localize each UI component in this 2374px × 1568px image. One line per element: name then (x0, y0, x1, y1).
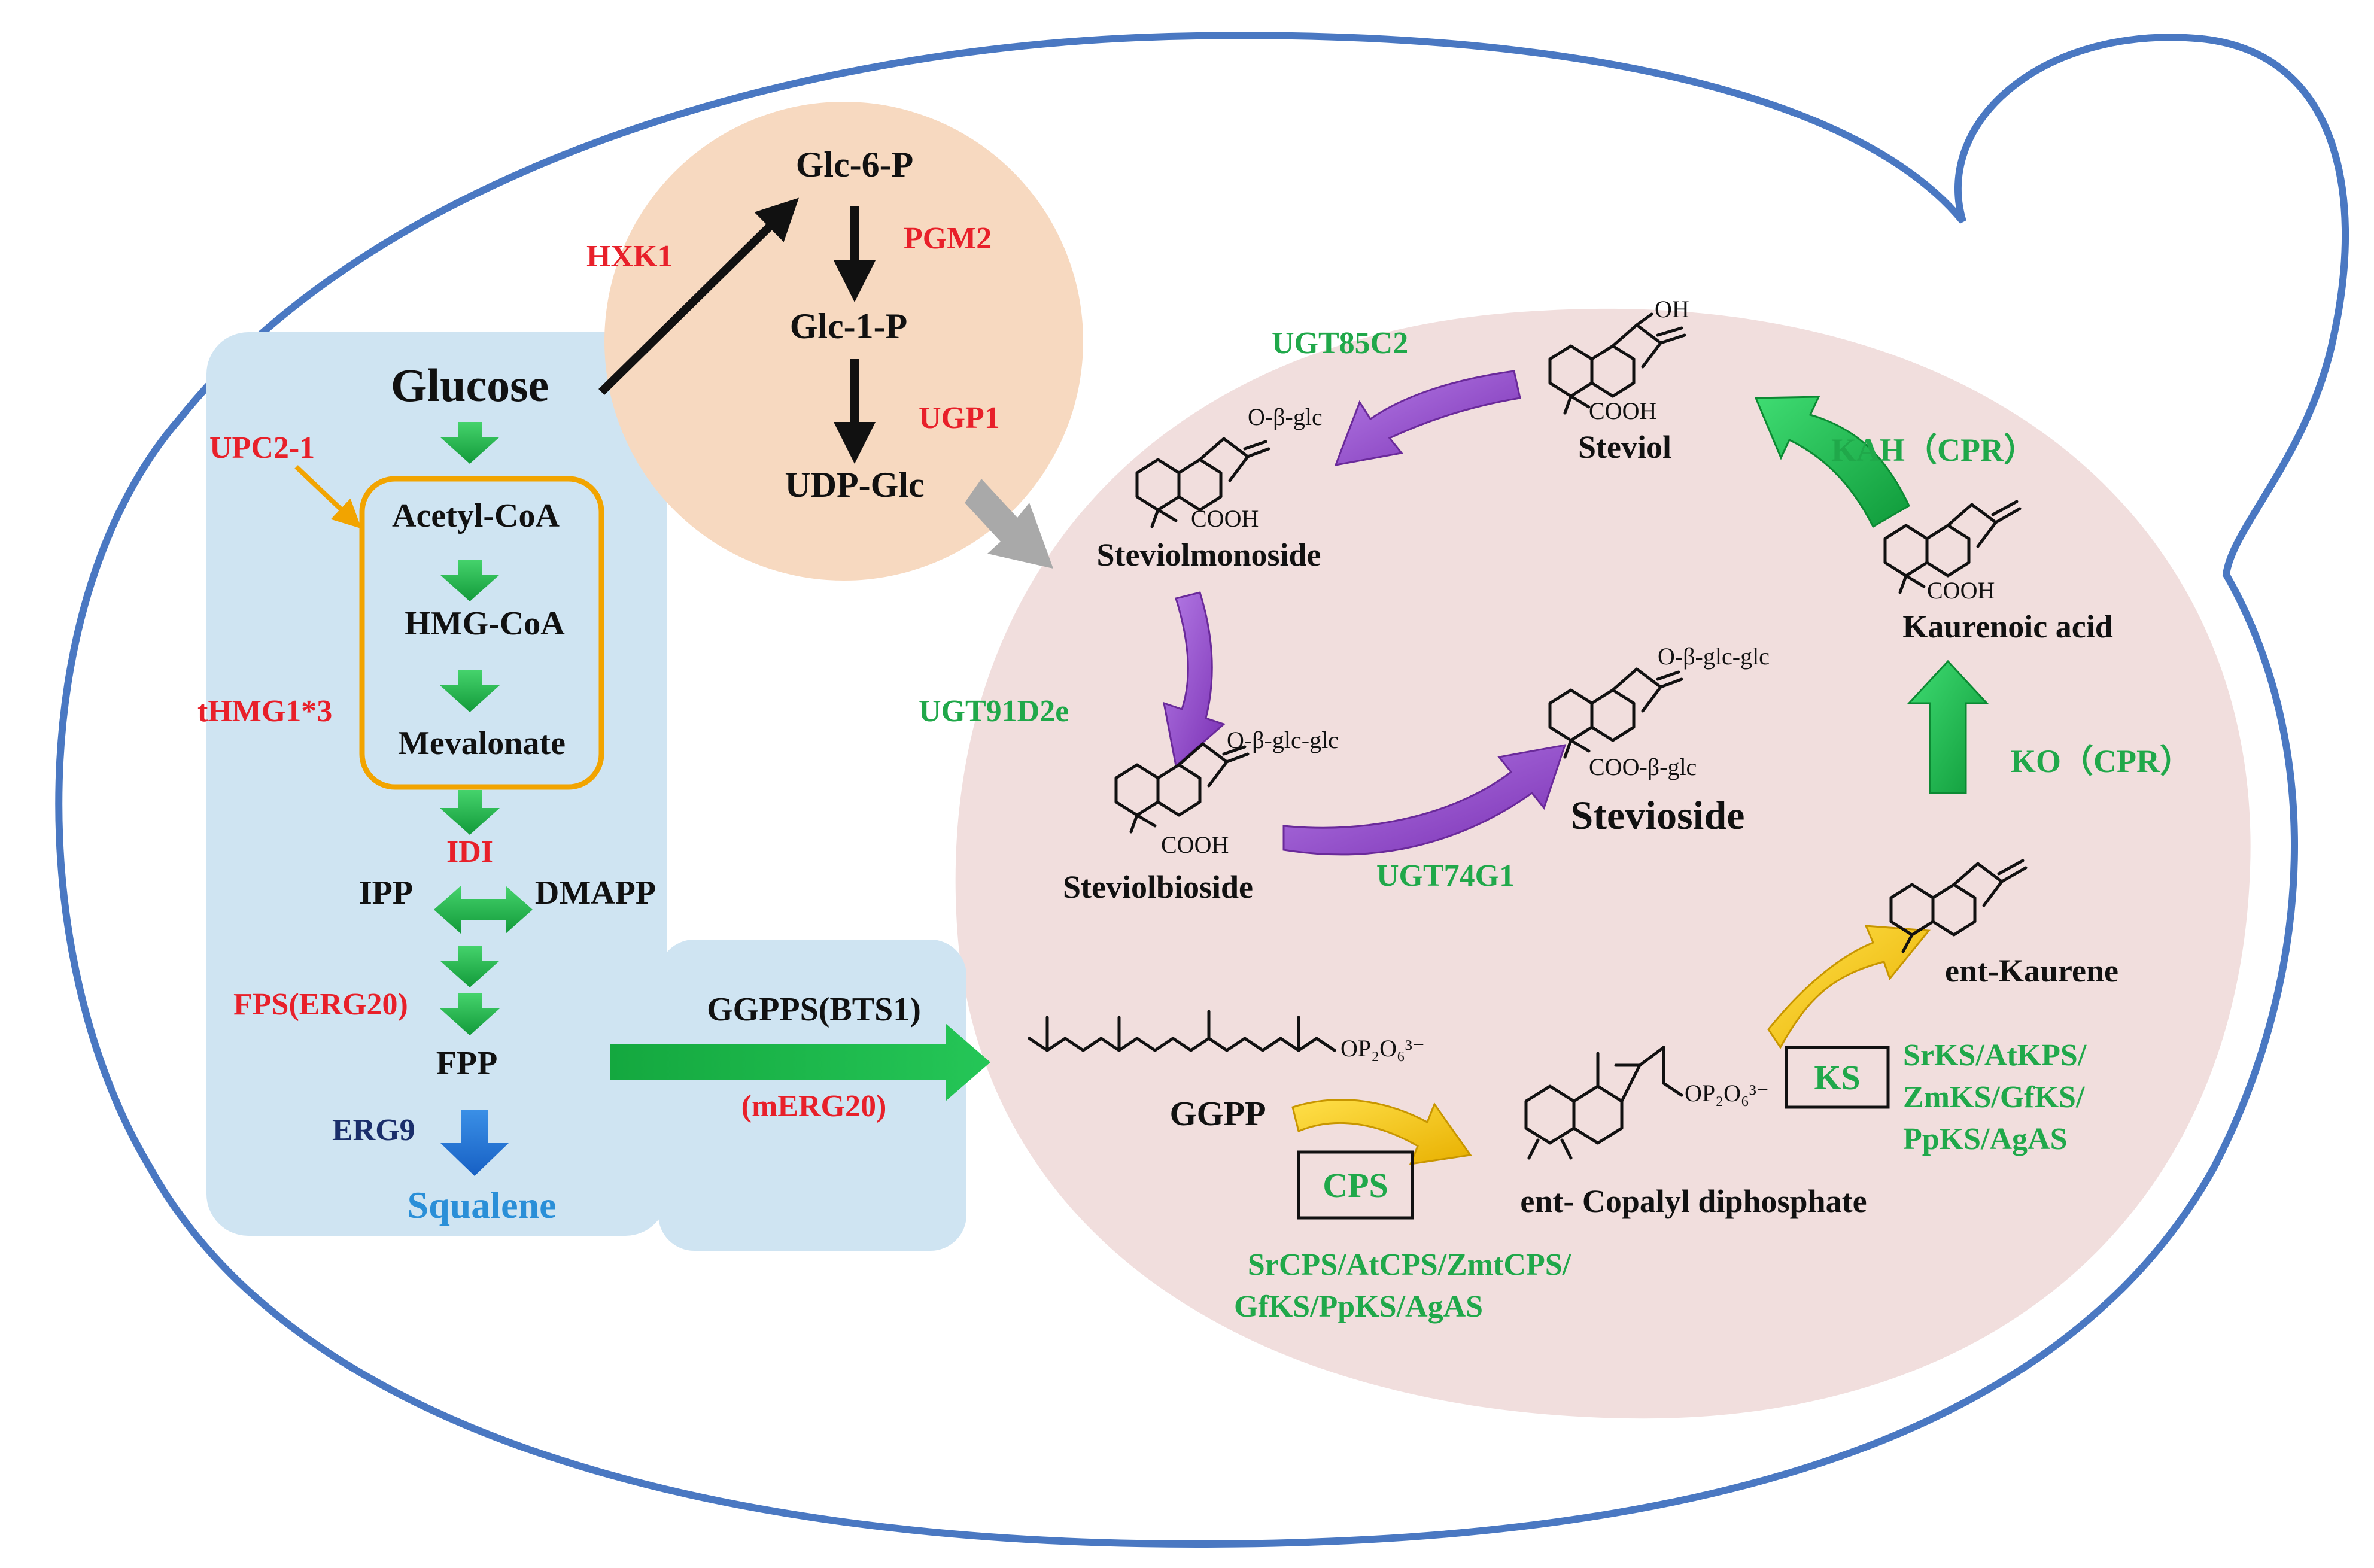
cps-genes-line2: GfKS/PpKS/AgAS (1234, 1290, 1483, 1324)
mono-substituent: O-β-glc (1248, 403, 1323, 430)
ipp-label: IPP (359, 874, 413, 911)
steviol-glycoside-region (955, 308, 2251, 1419)
ks-genes-line3: PpKS/AgAS (1903, 1122, 2068, 1156)
cpp-structure (1524, 1046, 1683, 1160)
ggpp-structure (1028, 1010, 1336, 1052)
mva-green-arrows (434, 422, 533, 1035)
fpp-label: FPP (436, 1045, 498, 1082)
ks-genes-line1: SrKS/AtKPS/ (1903, 1038, 2087, 1072)
hxk1-arrow (598, 197, 799, 395)
ks-arrow (1767, 925, 1931, 1049)
dmapp-label: DMAPP (535, 874, 656, 911)
steviolmonoside-label: Steviolmonoside (1096, 537, 1321, 573)
stevioside-substituent: O-β-glc-glc (1658, 643, 1770, 670)
steviol-label: Steviol (1578, 429, 1671, 465)
cps-label: CPS (1323, 1166, 1388, 1205)
ggpp-phosphate: OP₂O₆³⁻ (1340, 1035, 1425, 1062)
steviol-oh: OH (1655, 296, 1689, 323)
cps-genes-line1: SrCPS/AtCPS/ZmtCPS/ (1248, 1248, 1571, 1282)
upc2-label: UPC2-1 (209, 431, 315, 465)
hxk1-label: HXK1 (586, 239, 673, 274)
kah-arrow (1754, 396, 1910, 528)
thmg1-label: tHMG1*3 (197, 694, 332, 728)
mva-pathway-box (206, 332, 667, 1236)
ugt85c2-label: UGT85C2 (1272, 326, 1408, 360)
kaurenoic-acid-structure (1883, 500, 2022, 594)
bio-substituent: O-β-glc-glc (1227, 727, 1339, 753)
ent-kaurene-structure (1889, 859, 2028, 953)
idi-label: IDI (446, 835, 493, 869)
ko-arrow (1907, 660, 1989, 794)
ugt91d2e-arrow (1163, 591, 1226, 768)
ggpps-arrow (610, 1023, 990, 1101)
acetylcoa-label: Acetyl-CoA (392, 497, 560, 534)
steviol-structure (1548, 312, 1686, 415)
ggpps-label: GGPPS(BTS1) (707, 991, 921, 1028)
ggpps-box (658, 940, 966, 1251)
udp-glc-transfer-arrow (965, 479, 1053, 569)
ks-label: KS (1814, 1058, 1860, 1097)
stevioside-label: Stevioside (1571, 792, 1745, 838)
cpp-phosphate: OP₂O₆³⁻ (1685, 1080, 1769, 1107)
mevalonate-module-outline (359, 476, 604, 790)
ugt91d2e-label: UGT91D2e (919, 694, 1069, 728)
glucose-label: Glucose (391, 359, 549, 411)
hmgcoa-label: HMG-CoA (405, 605, 565, 642)
erg9-arrow (440, 1110, 509, 1176)
ko-label: KO（CPR） (2011, 743, 2192, 779)
fps-label: FPS(ERG20) (233, 987, 408, 1022)
merg20-label: (mERG20) (741, 1089, 887, 1123)
glc1p-label: Glc-1-P (790, 306, 908, 346)
udp-glucose-circle (604, 102, 1083, 581)
cps-arrow (1291, 1099, 1472, 1165)
ugp1-label: UGP1 (919, 401, 1000, 435)
kah-label: KAH（CPR） (1831, 432, 2036, 468)
udpglc-label: UDP-Glc (785, 465, 924, 505)
ugt74g1-arrow (1282, 744, 1567, 856)
pgm2-label: PGM2 (904, 221, 992, 256)
ugt74g1-label: UGT74G1 (1376, 859, 1515, 893)
steviolbioside-structure (1114, 742, 1250, 834)
steviolbioside-label: Steviolbioside (1063, 869, 1253, 905)
stevioside-coo: COO-β-glc (1589, 753, 1697, 780)
ggpp-label: GGPP (1169, 1094, 1266, 1133)
ks-enzyme-box (1785, 1046, 1890, 1109)
cpp-label: ent- Copalyl diphosphate (1520, 1183, 1867, 1219)
ugt85c2-arrow (1334, 370, 1521, 466)
ks-genes-line2: ZmKS/GfKS/ (1903, 1080, 2085, 1114)
steviolmonoside-structure (1135, 437, 1270, 528)
kaurenoic-acid-label: Kaurenoic acid (1902, 609, 2113, 645)
upc2-arrow (294, 465, 361, 529)
kaurenoic-cooh: COOH (1927, 577, 1995, 604)
mevalonate-label: Mevalonate (398, 725, 566, 762)
cps-enzyme-box (1297, 1150, 1414, 1220)
bio-cooh: COOH (1161, 831, 1229, 858)
erg9-label: ERG9 (332, 1113, 415, 1147)
mono-cooh: COOH (1191, 505, 1259, 532)
steviol-cooh: COOH (1589, 397, 1656, 424)
stevioside-structure (1548, 667, 1683, 759)
ent-kaurene-label: ent-Kaurene (1945, 953, 2118, 989)
squalene-label: Squalene (408, 1184, 557, 1226)
glc6p-label: Glc-6-P (796, 145, 914, 184)
